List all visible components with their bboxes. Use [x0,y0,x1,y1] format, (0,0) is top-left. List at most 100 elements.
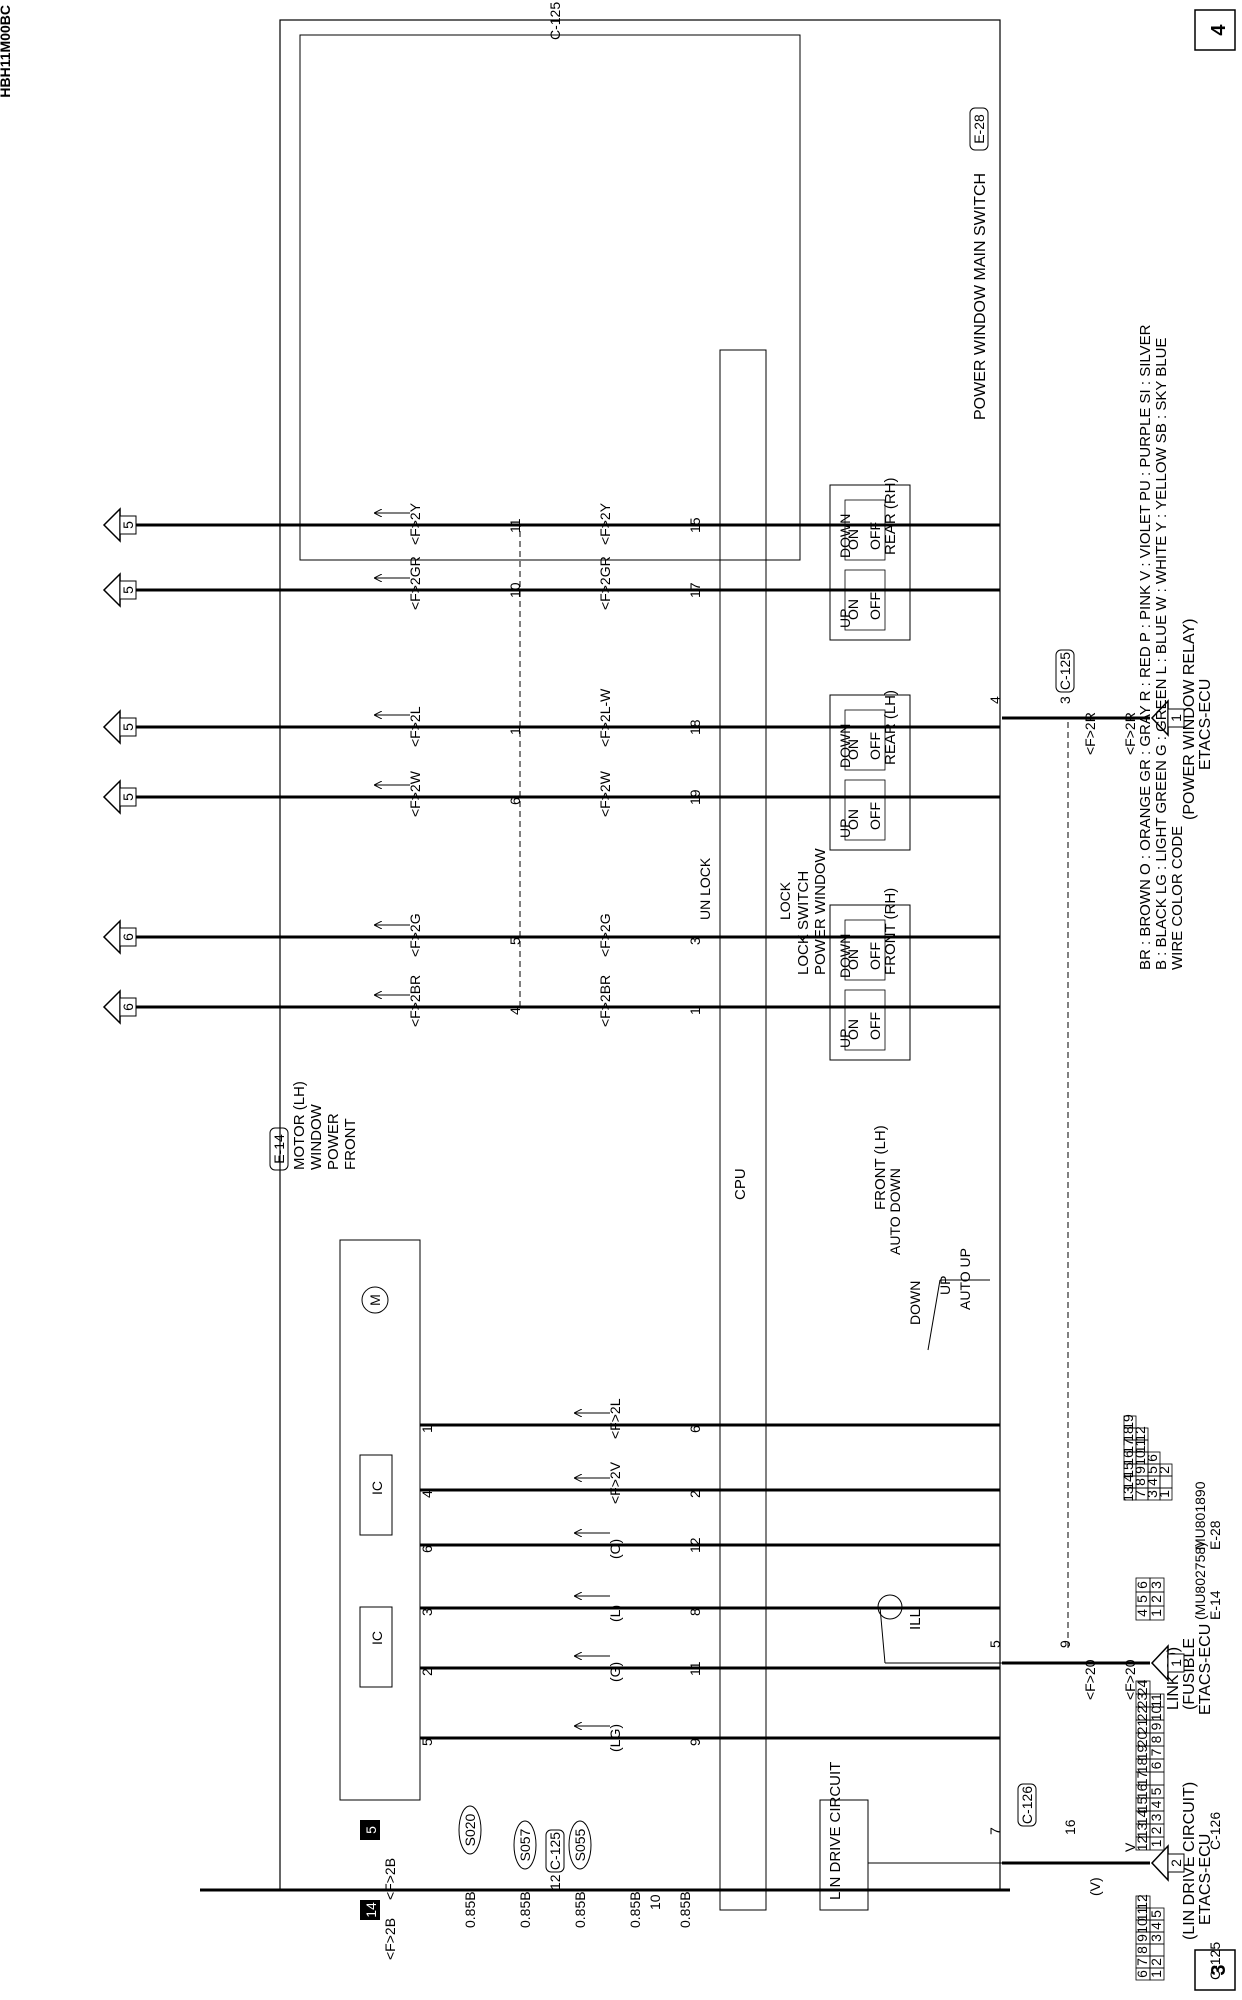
svg-text:<F>2G: <F>2G [597,913,613,957]
svg-text:5: 5 [1148,1910,1164,1918]
output-wires: 1<F>2BR4<F>2BR63<F>2G5<F>2G619<F>2W6<F>2… [102,502,1000,1027]
svg-text:12: 12 [687,1537,703,1553]
svg-text:10: 10 [1148,1706,1164,1722]
svg-text:OFF: OFF [867,802,883,830]
front-power-window-motor: IC IC M FRONT POWER WINDOW MOTOR (LH) E-… [269,1081,421,1801]
svg-text:ETACS-ECU: ETACS-ECU [1197,679,1214,770]
svg-text:<F>2B: <F>2B [382,1858,398,1900]
svg-text:10: 10 [647,1894,663,1910]
motor-wire: 6<F>2L1 [419,1398,1000,1439]
svg-text:LOCK: LOCK [777,881,793,920]
svg-text:11: 11 [1134,1907,1150,1922]
svg-text:20: 20 [1134,1732,1150,1748]
svg-text:E-14: E-14 [271,1134,287,1164]
svg-text:C-125: C-125 [1057,652,1073,690]
svg-text:ON: ON [845,529,861,550]
svg-text:7: 7 [987,1827,1003,1835]
connector-diagrams: C-125123456789101112C-126123456789101112… [1120,1414,1223,1981]
svg-text:<F>2L: <F>2L [407,706,423,747]
svg-text:FRONT: FRONT [342,1118,359,1170]
svg-text:5: 5 [987,1640,1003,1648]
svg-text:POWER WINDOW: POWER WINDOW [812,848,829,975]
svg-text:1: 1 [1148,1970,1164,1978]
svg-text:23: 23 [1134,1693,1150,1709]
svg-text:7: 7 [1132,1490,1148,1498]
svg-text:14: 14 [1120,1474,1136,1490]
svg-text:6: 6 [120,1003,136,1011]
svg-text:POWER WINDOW MAIN SWITCH: POWER WINDOW MAIN SWITCH [972,173,989,420]
svg-text:8: 8 [1134,1946,1150,1954]
splice-s057: S057 [513,1820,537,1870]
svg-text:(POWER WINDOW RELAY): (POWER WINDOW RELAY) [1181,619,1198,820]
svg-text:<F>2B: <F>2B [382,1918,398,1960]
svg-text:9: 9 [1134,1934,1150,1942]
svg-text:<F>2BR: <F>2BR [407,975,423,1027]
svg-text:6: 6 [507,797,523,805]
svg-text:LOCK SWITCH: LOCK SWITCH [795,871,812,975]
svg-text:<F>2Y: <F>2Y [407,502,423,545]
svg-text:2: 2 [419,1668,435,1676]
svg-text:WIRE COLOR CODE: WIRE COLOR CODE [1169,826,1186,970]
svg-text:5: 5 [120,521,136,529]
svg-text:4: 4 [419,1490,435,1498]
ecu-relay-terminal: ETACS-ECU (POWER WINDOW RELAY) 1 [1150,619,1214,820]
svg-text:2: 2 [1168,1859,1184,1867]
svg-text:19: 19 [687,789,703,805]
svg-text:ETACS-ECU: ETACS-ECU [1197,1834,1214,1925]
svg-text:1: 1 [1148,1609,1164,1617]
svg-text:2: 2 [1148,1595,1164,1603]
svg-text:(G): (G) [607,1662,623,1682]
svg-text:UP: UP [837,819,853,838]
svg-text:4: 4 [1148,1800,1164,1808]
svg-text:ON: ON [845,739,861,760]
motor-wire: 9(LG)5 [419,1724,1000,1752]
svg-text:OFF: OFF [867,592,883,620]
svg-text:<F>2W: <F>2W [597,770,613,817]
svg-text:15: 15 [1120,1462,1136,1478]
lin-wire: V (V) 16 C-126 7 [987,1783,1150,1896]
svg-text:5: 5 [120,793,136,801]
svg-text:ON: ON [845,809,861,830]
svg-text:8: 8 [1148,1735,1164,1743]
svg-text:7: 7 [1134,1958,1150,1966]
svg-text:14: 14 [1134,1810,1150,1826]
svg-text:0.85B: 0.85B [517,1891,533,1928]
svg-text:24: 24 [1134,1680,1150,1696]
svg-text:ON: ON [845,1019,861,1040]
svg-text:E-28: E-28 [971,114,987,144]
svg-text:OFF: OFF [867,1012,883,1040]
svg-text:OFF: OFF [867,732,883,760]
svg-text:2: 2 [1148,1958,1164,1966]
svg-text:<F>2L-W: <F>2L-W [597,688,613,747]
svg-text:7: 7 [1148,1748,1164,1756]
svg-text:UN LOCK: UN LOCK [697,857,713,920]
svg-text:S057: S057 [517,1828,533,1861]
ecu-lin-terminal: ETACS-ECU (LIN DRIVE CIRCUIT) 2 [1150,1782,1214,1940]
svg-text:0.85B: 0.85B [627,1891,643,1928]
svg-text:(O): (O) [607,1539,623,1559]
svg-text:IC: IC [369,1631,385,1645]
svg-text:AUTO DOWN: AUTO DOWN [887,1168,903,1255]
svg-text:18: 18 [1134,1758,1150,1774]
svg-text:4: 4 [987,696,1003,704]
splice-s055: S055 [568,1820,592,1870]
svg-text:8: 8 [687,1608,703,1616]
svg-text:17: 17 [1134,1771,1150,1787]
svg-text:3: 3 [1057,696,1073,704]
svg-text:0.85B: 0.85B [462,1891,478,1928]
svg-text:(LIN DRIVE CIRCUIT): (LIN DRIVE CIRCUIT) [1181,1782,1198,1940]
svg-text:15: 15 [1134,1797,1150,1813]
svg-text:MOTOR (LH): MOTOR (LH) [291,1081,308,1170]
svg-text:3: 3 [687,937,703,945]
svg-text:17: 17 [687,582,703,598]
svg-text:2: 2 [1148,1826,1164,1834]
svg-text:1: 1 [507,727,523,735]
svg-text:DOWN: DOWN [837,724,853,768]
svg-text:6: 6 [1148,1761,1164,1769]
power-window-main-switch: POWER WINDOW MAIN SWITCH E-28 LIN DRIVE … [279,19,1002,1911]
diagram-code: HBH11M00BC [0,5,13,98]
